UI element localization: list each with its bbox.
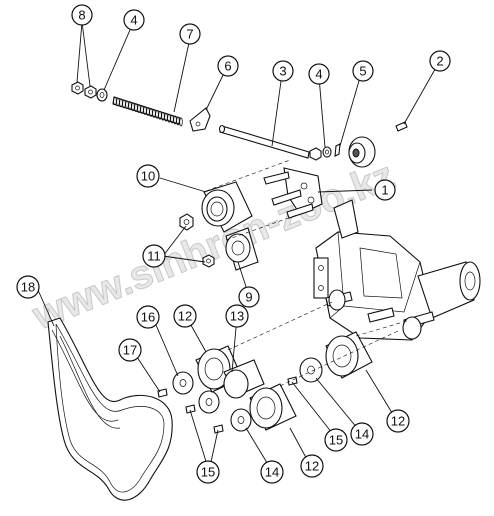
leader-lines — [37, 21, 439, 472]
callout-13-label: 13 — [230, 309, 244, 324]
spring-coil — [137, 104, 141, 113]
spring-coil — [152, 108, 156, 118]
callout-15-right: 15 — [324, 428, 348, 452]
spring-coil — [116, 97, 120, 107]
part-4-washer-right — [309, 146, 332, 161]
callout-11: 11 — [142, 244, 166, 268]
spring-coil — [128, 101, 132, 111]
callout-3-label: 3 — [279, 64, 286, 79]
part-1-stud-bracket — [263, 167, 323, 219]
part-13-spacer — [223, 359, 265, 399]
part-10-bearing-housing — [201, 181, 253, 233]
callout-17-label: 17 — [123, 343, 137, 358]
callout-14-right: 14 — [350, 422, 374, 446]
spring-coil — [164, 112, 168, 122]
callout-14-lower: 14 — [260, 460, 284, 484]
callout-2-label: 2 — [436, 54, 443, 69]
alignment-lines — [205, 159, 411, 387]
part-3-rod — [218, 124, 310, 159]
callout-12-lower: 12 — [300, 454, 324, 478]
callout-7-label: 7 — [186, 27, 193, 42]
callout-4-right-label: 4 — [315, 67, 322, 82]
callout-7: 7 — [179, 23, 201, 45]
part-5-pin — [334, 143, 341, 157]
callout-8-label: 8 — [78, 8, 85, 23]
rod-end-hub — [348, 136, 376, 168]
spring-coil — [155, 109, 159, 119]
callout-2: 2 — [429, 50, 451, 72]
part-12-pulley-middle — [249, 383, 297, 431]
callout-12-upper-label: 12 — [178, 309, 192, 324]
callout-4-upper: 4 — [123, 9, 145, 31]
spring-coil — [140, 105, 144, 114]
spring-coil — [149, 108, 153, 117]
part-8-nuts — [71, 81, 97, 99]
callout-5: 5 — [352, 60, 374, 82]
callout-1-label: 1 — [381, 183, 388, 198]
callout-18: 18 — [16, 275, 40, 299]
part-11-nuts — [179, 213, 215, 268]
part-9-bushing — [225, 227, 259, 271]
callout-6: 6 — [217, 55, 239, 77]
callout-15-right-label: 15 — [329, 433, 343, 448]
callout-9-label: 9 — [245, 290, 252, 305]
callout-14-lower-label: 14 — [265, 465, 279, 480]
callout-18-label: 18 — [21, 280, 35, 295]
spring-coil — [131, 102, 135, 112]
part-18-belt — [47, 317, 173, 501]
callout-3: 3 — [272, 60, 294, 82]
spring-coil — [122, 99, 126, 109]
callout-16: 16 — [136, 305, 160, 329]
spring-coil — [179, 117, 183, 127]
part-16-flange-hubs — [172, 371, 252, 432]
spring-coil — [134, 103, 138, 113]
callout-5-label: 5 — [359, 64, 366, 79]
callout-15-left: 15 — [196, 460, 220, 484]
part-12-pulley-right — [325, 331, 373, 379]
callout-14-right-label: 14 — [355, 427, 369, 442]
callout-17: 17 — [118, 338, 142, 362]
part-6-bracket — [189, 107, 211, 132]
spring-coil — [146, 107, 150, 116]
spring-coil — [119, 98, 123, 108]
callout-12-lower-label: 12 — [305, 459, 319, 474]
part-4-washer-left — [96, 88, 108, 102]
spring-coil — [125, 100, 129, 110]
spring-coil — [167, 113, 171, 123]
main-housing-assembly — [313, 199, 481, 341]
callout-8: 8 — [71, 4, 93, 26]
spring-coil — [173, 115, 177, 125]
callout-11-label: 11 — [147, 249, 161, 264]
callout-12-right: 12 — [386, 409, 410, 433]
callout-10-label: 10 — [141, 169, 155, 184]
callout-6-label: 6 — [224, 59, 231, 74]
spring-coil — [158, 110, 162, 120]
spring-coil — [161, 111, 165, 121]
spring-coil — [176, 116, 180, 126]
part-2-screw — [395, 121, 408, 132]
part-7-spring — [112, 96, 183, 127]
spring-coil — [143, 106, 147, 115]
spring-coil — [170, 114, 174, 124]
part-14-flange-right — [299, 357, 323, 383]
callout-4-right: 4 — [308, 63, 330, 85]
callout-15-left-label: 15 — [201, 465, 215, 480]
callout-4-upper-label: 4 — [130, 13, 137, 28]
callout-12-upper: 12 — [173, 304, 197, 328]
callout-1: 1 — [374, 179, 396, 201]
callout-10: 10 — [136, 164, 160, 188]
callout-9: 9 — [238, 286, 260, 308]
part-15-17-keys — [157, 376, 298, 434]
callout-16-label: 16 — [141, 310, 155, 325]
spring-coil — [113, 96, 117, 106]
callout-13: 13 — [225, 304, 249, 328]
callout-12-right-label: 12 — [391, 414, 405, 429]
